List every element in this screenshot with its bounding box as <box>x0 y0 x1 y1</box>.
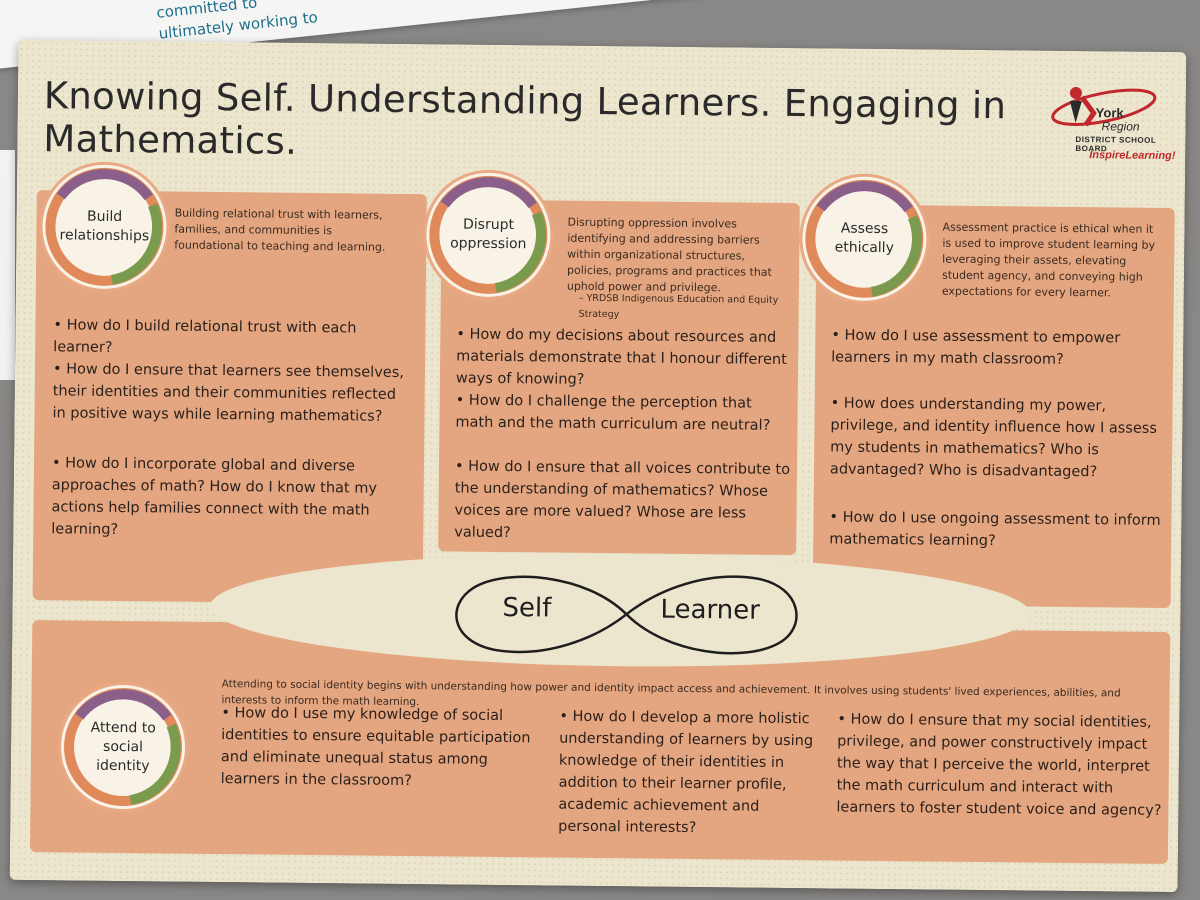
background-document-text: barrie committed to ultimately working t… <box>153 0 318 45</box>
infinity-label-self: Self <box>502 593 552 624</box>
question-item: • How do I ensure that all voices contri… <box>454 458 791 542</box>
question-item: • How do I ensure that my social identit… <box>836 711 1162 819</box>
badge-build-relationships: Build relationships <box>41 164 168 290</box>
logo-region: Region <box>1101 119 1140 134</box>
question-item: • How do I challenge the perception that… <box>455 392 771 434</box>
question-item: • How do I develop a more holistic under… <box>558 708 814 837</box>
poster: Knowing Self. Understanding Learners. En… <box>9 39 1187 893</box>
badge-label: Build relationships <box>59 208 150 245</box>
intro-text: Building relational trust with learners,… <box>174 206 386 254</box>
cycle-ring-icon <box>64 688 183 807</box>
badge-label: Disrupt oppression <box>450 216 527 253</box>
cycle-ring-icon <box>805 179 924 298</box>
infinity-icon <box>455 575 798 655</box>
cycle-ring-icon <box>429 175 548 294</box>
intro-text: Disrupting oppression involves identifyi… <box>566 215 772 295</box>
swoosh-icon <box>1051 86 1157 127</box>
question-item: • How do I use assessment to empower lea… <box>831 327 1121 368</box>
question-item: • How do I incorporate global and divers… <box>51 455 378 538</box>
question-item: • How do I use my knowledge of social id… <box>220 705 531 790</box>
background-sheet-left <box>0 150 15 380</box>
badge-disrupt-oppression: Disrupt oppression <box>425 172 552 298</box>
logo-tagline: InspireLearning! <box>1089 149 1176 163</box>
question-item: • How do I build relational trust with e… <box>53 317 357 356</box>
badge-attend-social-identity: Attend to social identity <box>60 684 186 810</box>
yrdsb-logo: York Region DISTRICT SCHOOL BOARD Inspir… <box>1045 83 1176 172</box>
badge-assess-ethically: Assess ethically <box>801 176 928 302</box>
infinity-label-learner: Learner <box>660 594 761 626</box>
badge-label: Assess ethically <box>834 220 894 257</box>
question-item: • How do my decisions about resources an… <box>455 326 787 388</box>
question-item: • How does understanding my power, privi… <box>829 395 1158 481</box>
question-item: • How do I use ongoing assessment to inf… <box>829 509 1161 550</box>
badge-label: Attend to social identity <box>90 719 156 774</box>
cycle-ring-icon <box>45 167 164 286</box>
poster-title: Knowing Self. Understanding Learners. En… <box>43 74 1007 163</box>
logo-york: York <box>1095 105 1124 121</box>
intro-source: – YRDSB Indigenous Education and Equity … <box>578 292 779 321</box>
intro-text: Assessment practice is ethical when it i… <box>941 220 1156 300</box>
question-item: • How do I ensure that learners see them… <box>52 361 404 425</box>
